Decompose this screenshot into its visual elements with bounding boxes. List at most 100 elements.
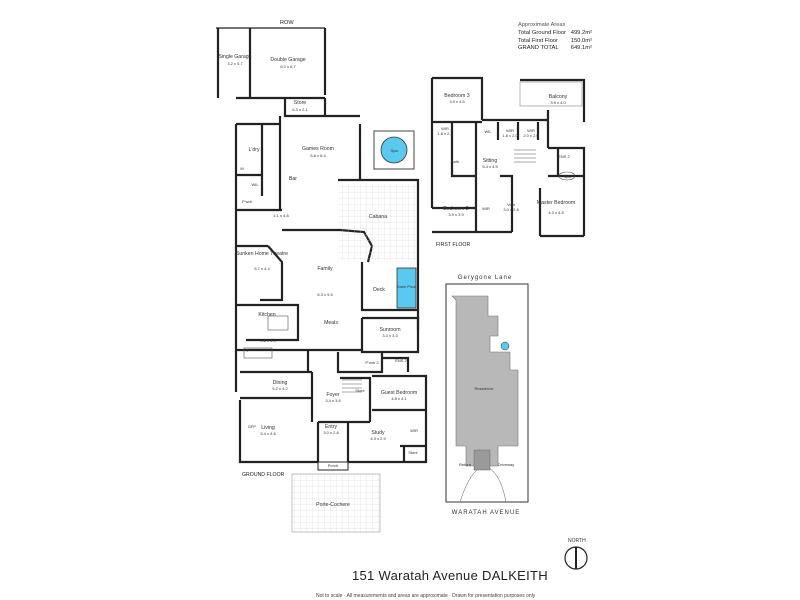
label-wil-first: WIL	[484, 129, 492, 134]
size-dining: 5.2 x 4.2	[272, 386, 288, 391]
label-wir-c: WIR	[527, 128, 535, 133]
label-laundry: L'dry	[248, 147, 259, 153]
ensuite-spa-bath	[558, 171, 576, 181]
label-ens2-first: ENS 2	[558, 154, 570, 159]
label-bedroom-2: Bedroom 2	[443, 206, 468, 212]
size-sunroom: 3.3 x 3.3	[382, 333, 398, 338]
row-label: ROW	[280, 20, 294, 26]
areas-row-label: GRAND TOTAL	[518, 45, 559, 52]
label-wir-b: WIR	[506, 128, 514, 133]
label-guest-bedroom: Guest Bedroom	[381, 390, 417, 396]
spa-pool	[380, 136, 408, 164]
label-store-top: Store	[294, 100, 307, 106]
site-plan	[445, 283, 529, 503]
label-porte-cochere: Porte-Cochere	[316, 502, 350, 508]
size-bar: 4.1 x 4.8	[273, 213, 289, 218]
areas-row-label: Total First Floor	[518, 37, 558, 44]
size-family: 6.3 x 9.5	[317, 292, 333, 297]
size-wir-b: 1.8 x 2.0	[502, 133, 518, 138]
label-master-bedroom: Master Bedroom	[537, 200, 575, 206]
label-sitting: Sitting	[483, 158, 498, 164]
label-single-garage: Single Garage	[218, 54, 251, 60]
label-meals: Meals	[324, 320, 338, 326]
first-floor-plan	[430, 76, 586, 238]
areas-row: Total First Floor 150.0m²	[518, 38, 592, 46]
label-foyer: Foyer	[326, 392, 340, 398]
size-balcony: 3.9 x 4.0	[550, 100, 566, 105]
label-gfp: GFP	[248, 424, 257, 429]
label-w: W	[240, 166, 244, 171]
label-bar: Bar	[289, 176, 297, 182]
size-theatre: 5.7 x 4.4	[254, 266, 270, 271]
label-driveway: Driveway	[498, 462, 514, 467]
size-bedroom-3: 3.9 x 4.5	[449, 99, 465, 104]
north-arrow	[564, 546, 588, 570]
label-sunroom: Sunroom	[379, 327, 400, 333]
label-void: Void	[507, 202, 515, 207]
areas-row: GRAND TOTAL 649.1m²	[518, 45, 592, 53]
label-entry: Entry	[325, 424, 338, 430]
size-sitting: 5.4 x 4.5	[482, 164, 498, 169]
size-single-garage: 3.2 x 5.7	[227, 61, 243, 66]
label-bath: Bath	[451, 159, 459, 164]
label-powder: P'wdr	[242, 199, 253, 204]
label-porch: Porch	[328, 463, 338, 468]
label-wir-ground: WIR	[410, 428, 418, 433]
kitchen-island	[267, 315, 289, 331]
size-void: 3.0 x 2.8	[503, 207, 519, 212]
size-store-top: 6.3 x 2.1	[292, 107, 308, 112]
size-guest-bedroom: 4.8 x 4.1	[391, 396, 407, 401]
label-family: Family	[317, 266, 333, 272]
areas-row-label: Total Ground Floor	[518, 29, 567, 36]
label-powder-2: P'wdr 2	[365, 360, 379, 365]
label-ens2-ground: ENS 2	[395, 358, 407, 363]
driveway-curve	[459, 465, 507, 503]
label-games-room: Games Room	[302, 146, 334, 152]
swim-pool	[396, 267, 417, 309]
label-pantry: P	[247, 348, 250, 353]
label-store-mid: Store	[355, 388, 365, 393]
areas-heading: Approximate Areas	[518, 22, 566, 28]
first-floor-stairs	[514, 149, 536, 163]
label-cabana: Cabana	[369, 214, 387, 220]
areas-row-value: 649.1m²	[570, 45, 592, 52]
label-dining: Dining	[273, 380, 288, 386]
approximate-areas-table: Approximate Areas Total Ground Floor 499…	[518, 22, 592, 53]
balcony-outline	[519, 81, 583, 107]
label-bedroom-3: Bedroom 3	[444, 93, 469, 99]
spa-surround	[373, 130, 415, 170]
label-balcony: Balcony	[549, 94, 568, 100]
size-master-bedroom: 4.3 x 4.5	[548, 210, 564, 215]
label-living: Living	[261, 425, 275, 431]
site-porch	[473, 449, 491, 471]
label-residence: Residence	[475, 386, 495, 391]
size-foyer: 3.4 x 3.6	[325, 398, 341, 403]
label-study: Study	[371, 430, 385, 436]
size-wir-c: 2.0 x 2.0	[523, 133, 539, 138]
ground-stairs	[342, 379, 362, 393]
label-store-low: Store	[408, 450, 418, 455]
size-wir-a: 1.8 x 2.2	[437, 131, 453, 136]
road-top-label: Gerygone Lane	[458, 275, 512, 281]
size-kitchen: 4.8 x 4.9	[260, 338, 276, 343]
first-floor-label: FIRST FLOOR	[436, 242, 471, 248]
size-living: 5.4 x 4.6	[260, 431, 276, 436]
pantry-units	[243, 347, 273, 359]
label-double-garage: Double Garage	[270, 57, 305, 63]
label-spa-first: Spa	[563, 174, 571, 179]
label-wil: WIL	[251, 182, 259, 187]
label-deck: Deck	[373, 287, 385, 293]
label-wir-d: WIR	[482, 206, 490, 211]
size-double-garage: 6.0 x 6.7	[280, 64, 296, 69]
cabana-paving	[338, 184, 416, 260]
size-entry: 3.0 x 2.8	[323, 430, 339, 435]
label-swim-pool: Swim Pool	[397, 284, 416, 289]
label-kitchen: Kitchen	[258, 312, 275, 318]
label-return: Return	[459, 462, 471, 467]
areas-row: Total Ground Floor 499.2m²	[518, 30, 592, 38]
label-spa: Spa	[390, 148, 398, 153]
ground-floor-label: GROUND FLOOR	[242, 472, 285, 478]
areas-row-value: 499.2m²	[570, 29, 592, 36]
property-address: 151 Waratah Avenue DALKEITH	[352, 568, 548, 583]
